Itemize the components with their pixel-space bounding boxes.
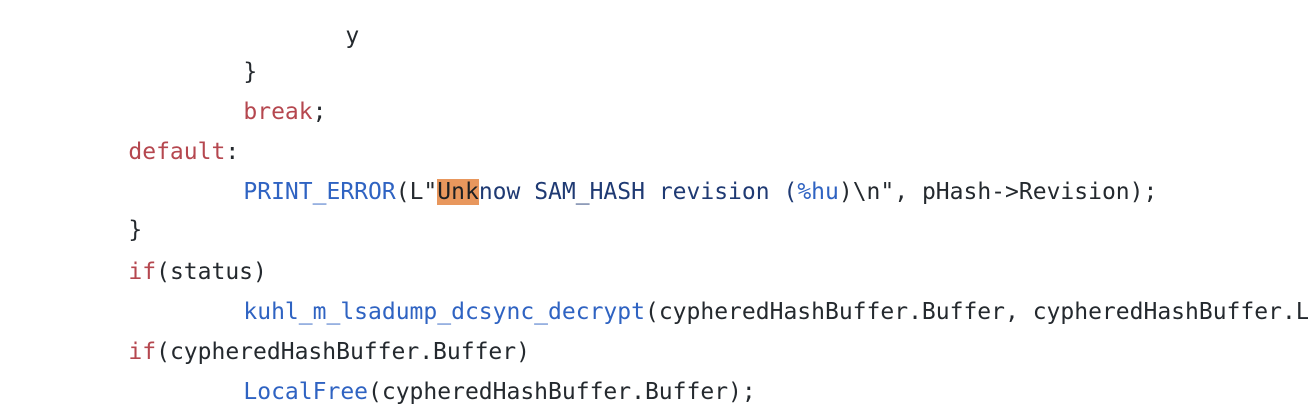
- clipped-text: y: [345, 23, 360, 49]
- format-specifier: %hu: [797, 179, 839, 205]
- closing-brace: }: [243, 59, 258, 85]
- call-arguments: (cypheredHashBuffer.Buffer, cypheredHash…: [644, 299, 1308, 325]
- code-line: if(status): [73, 212, 266, 285]
- call-arguments: , pHash->Revision);: [894, 179, 1158, 205]
- keyword-if: if: [128, 339, 157, 365]
- closing-brace: }: [128, 217, 143, 243]
- condition: (status): [156, 259, 267, 285]
- code-line: PRINT_ERROR(L"Unknow SAM_HASH revision (…: [188, 132, 1157, 205]
- code-line: kuhl_m_lsadump_dcsync_decrypt(cypheredHa…: [188, 252, 1308, 325]
- code-line: default:: [73, 92, 239, 165]
- string-literal: now SAM_HASH revision (: [478, 179, 798, 205]
- string-open: (L": [395, 179, 438, 205]
- search-match-highlight: Unk: [437, 179, 479, 205]
- code-line: }: [73, 170, 142, 243]
- condition: (cypheredHashBuffer.Buffer): [156, 339, 530, 365]
- code-line: LocalFree(cypheredHashBuffer.Buffer);: [188, 332, 755, 405]
- keyword-if: if: [128, 259, 157, 285]
- code-line-clipped: y: [290, 0, 359, 49]
- semicolon: ;: [312, 99, 327, 125]
- string-close: )\n": [838, 179, 895, 205]
- code-line: break;: [188, 52, 326, 125]
- keyword-break: break: [243, 99, 313, 125]
- function-dcsync-decrypt: kuhl_m_lsadump_dcsync_decrypt: [243, 299, 645, 325]
- call-arguments: (cypheredHashBuffer.Buffer);: [368, 379, 756, 405]
- function-local-free: LocalFree: [243, 379, 369, 405]
- function-print-error: PRINT_ERROR: [243, 179, 396, 205]
- colon: :: [225, 139, 240, 165]
- keyword-default: default: [128, 139, 226, 165]
- code-line: if(cypheredHashBuffer.Buffer): [73, 292, 530, 365]
- code-line: }: [188, 12, 257, 85]
